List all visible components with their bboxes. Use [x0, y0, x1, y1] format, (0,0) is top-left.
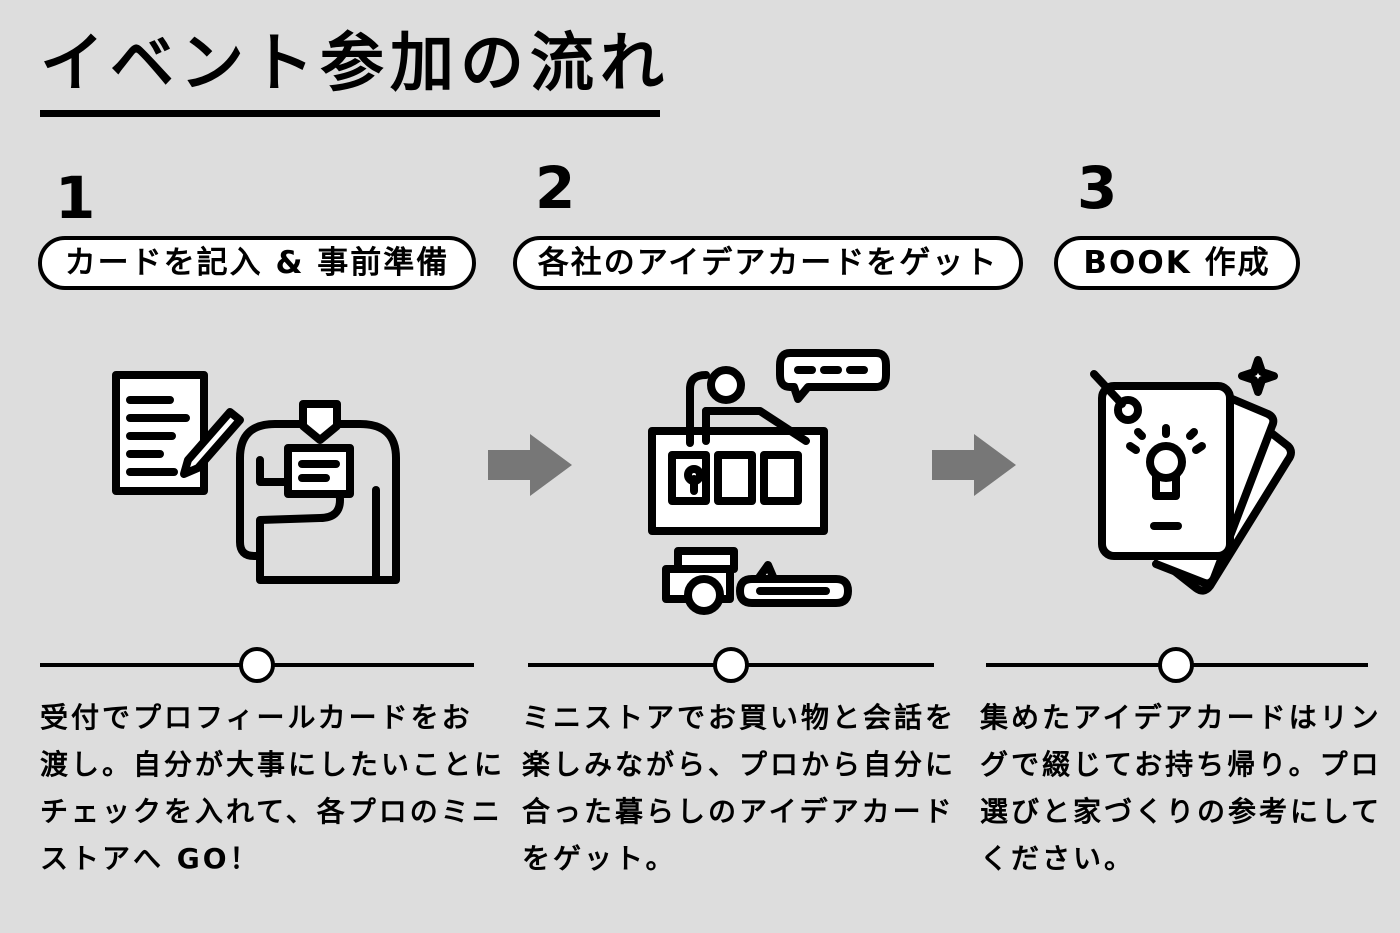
desc-line: ください。 — [980, 842, 1136, 875]
arrow-right-icon — [488, 434, 572, 496]
step-2-description: ミニストアでお買い物と会話を 楽しみながら、プロから自分に 合った暮らしのアイデ… — [522, 694, 956, 882]
step-1-number: 1 — [55, 164, 96, 232]
step-3-number: 3 — [1077, 154, 1118, 222]
title-underline — [40, 110, 660, 117]
step-1-label: カードを記入 & 事前準備 — [38, 236, 476, 290]
desc-line: 受付でプロフィールカードをお — [40, 701, 473, 734]
desc-line: をゲット。 — [522, 842, 677, 875]
form-and-person-icon — [112, 371, 400, 584]
step-1-description: 受付でプロフィールカードをお 渡し。自分が大事にしたいことに チェックを入れて、… — [40, 694, 505, 882]
timeline-dot-3 — [1158, 647, 1194, 683]
desc-line: 選びと家づくりの参考にして — [980, 795, 1383, 828]
desc-line: グで綴じてお持ち帰り。プロ — [980, 748, 1382, 781]
desc-line: チェックを入れて、各プロのミニ — [40, 795, 503, 828]
arrow-right-icon — [932, 434, 1016, 496]
desc-line: ストアへ GO！ — [40, 842, 261, 875]
ministore-icon — [648, 349, 890, 615]
desc-line: 渡し。自分が大事にしたいことに — [40, 748, 506, 781]
step-3-description: 集めたアイデアカードはリン グで綴じてお持ち帰り。プロ 選びと家づくりの参考にし… — [980, 694, 1382, 882]
timeline-dot-2 — [713, 647, 749, 683]
timeline-dot-1 — [239, 647, 275, 683]
step-3-label: BOOK 作成 — [1054, 236, 1300, 290]
step-2-label: 各社のアイデアカードをゲット — [513, 236, 1023, 290]
desc-line: 楽しみながら、プロから自分に — [522, 748, 957, 781]
desc-line: ミニストアでお買い物と会話を — [522, 701, 957, 734]
card-book-icon — [1090, 356, 1295, 595]
step-2-number: 2 — [535, 154, 576, 222]
desc-line: 合った暮らしのアイデアカード — [522, 795, 955, 828]
desc-line: 集めたアイデアカードはリン — [980, 701, 1382, 734]
page-title: イベント参加の流れ — [40, 27, 670, 101]
